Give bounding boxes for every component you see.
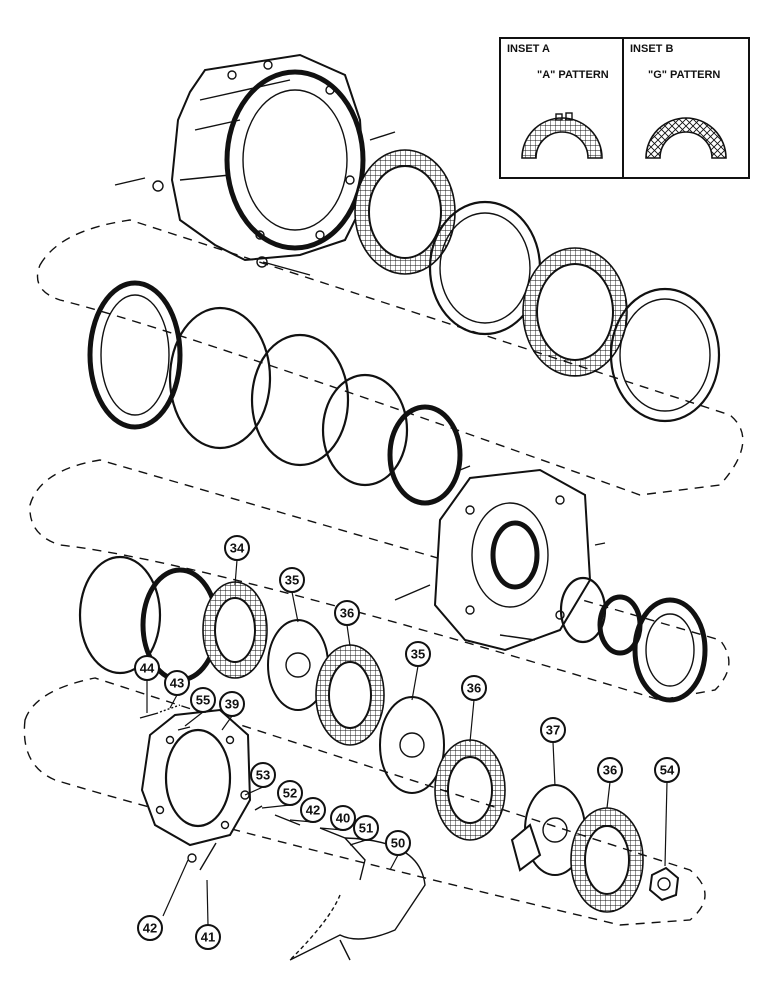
- svg-text:54: 54: [660, 763, 675, 778]
- callouts: 34 35 36 35 36 37 36 54 44 43 55 39 53 5…: [134, 535, 680, 950]
- piston-and-seals: [87, 280, 463, 506]
- svg-text:42: 42: [143, 921, 157, 936]
- svg-text:34: 34: [230, 541, 245, 556]
- lower-dashed-group: [23, 677, 706, 926]
- svg-text:53: 53: [256, 768, 270, 783]
- svg-text:37: 37: [546, 723, 560, 738]
- callout: 40: [330, 805, 356, 831]
- inset-a-title: INSET A: [507, 43, 550, 55]
- callout: 34: [224, 535, 250, 561]
- leader-lines: [146, 559, 668, 926]
- middle-dashed-group: [29, 459, 730, 701]
- callout: 36: [461, 675, 487, 701]
- svg-text:36: 36: [340, 606, 354, 621]
- callout: 36: [597, 757, 623, 783]
- callout: 55: [190, 687, 216, 713]
- svg-text:51: 51: [359, 821, 373, 836]
- clutch-housing: [114, 53, 396, 276]
- callout: 43: [164, 670, 190, 696]
- inset-box: INSET A "A" PATTERN INSET B "G" PATTERN: [499, 37, 750, 179]
- callout: 36: [334, 600, 360, 626]
- callout: 35: [279, 567, 305, 593]
- callout: 42: [137, 915, 163, 941]
- svg-text:42: 42: [306, 803, 320, 818]
- a-pattern-segment: [521, 117, 603, 159]
- upper-dashed-group: [36, 219, 744, 496]
- callout: 44: [134, 655, 160, 681]
- svg-text:36: 36: [603, 763, 617, 778]
- inset-b-title: INSET B: [630, 43, 673, 55]
- callout: 39: [219, 691, 245, 717]
- small-seals-right: [559, 576, 708, 703]
- svg-text:40: 40: [336, 811, 350, 826]
- separator-plate: [609, 287, 721, 423]
- svg-text:39: 39: [225, 697, 239, 712]
- callout: 52: [277, 780, 303, 806]
- lower-brake-stack: [202, 581, 680, 913]
- callout: 51: [353, 815, 379, 841]
- svg-text:43: 43: [170, 676, 184, 691]
- brake-housing: [139, 704, 426, 961]
- svg-text:35: 35: [411, 647, 425, 662]
- g-pattern-segment: [645, 117, 727, 159]
- callout: 42: [300, 797, 326, 823]
- svg-text:52: 52: [283, 786, 297, 801]
- inset-b-pattern: "G" PATTERN: [648, 69, 720, 81]
- svg-text:36: 36: [467, 681, 481, 696]
- callout: 41: [195, 924, 221, 950]
- svg-text:44: 44: [140, 661, 155, 676]
- callout: 54: [654, 757, 680, 783]
- svg-text:41: 41: [201, 930, 215, 945]
- callout: 35: [405, 641, 431, 667]
- piston-housing: [394, 465, 606, 652]
- svg-text:50: 50: [391, 836, 405, 851]
- callout: 50: [385, 830, 411, 856]
- upper-disc-stack: [354, 149, 721, 423]
- inset-a-pattern: "A" PATTERN: [537, 69, 609, 81]
- svg-text:35: 35: [285, 573, 299, 588]
- svg-text:55: 55: [196, 693, 210, 708]
- callout: 37: [540, 717, 566, 743]
- callout: 53: [250, 762, 276, 788]
